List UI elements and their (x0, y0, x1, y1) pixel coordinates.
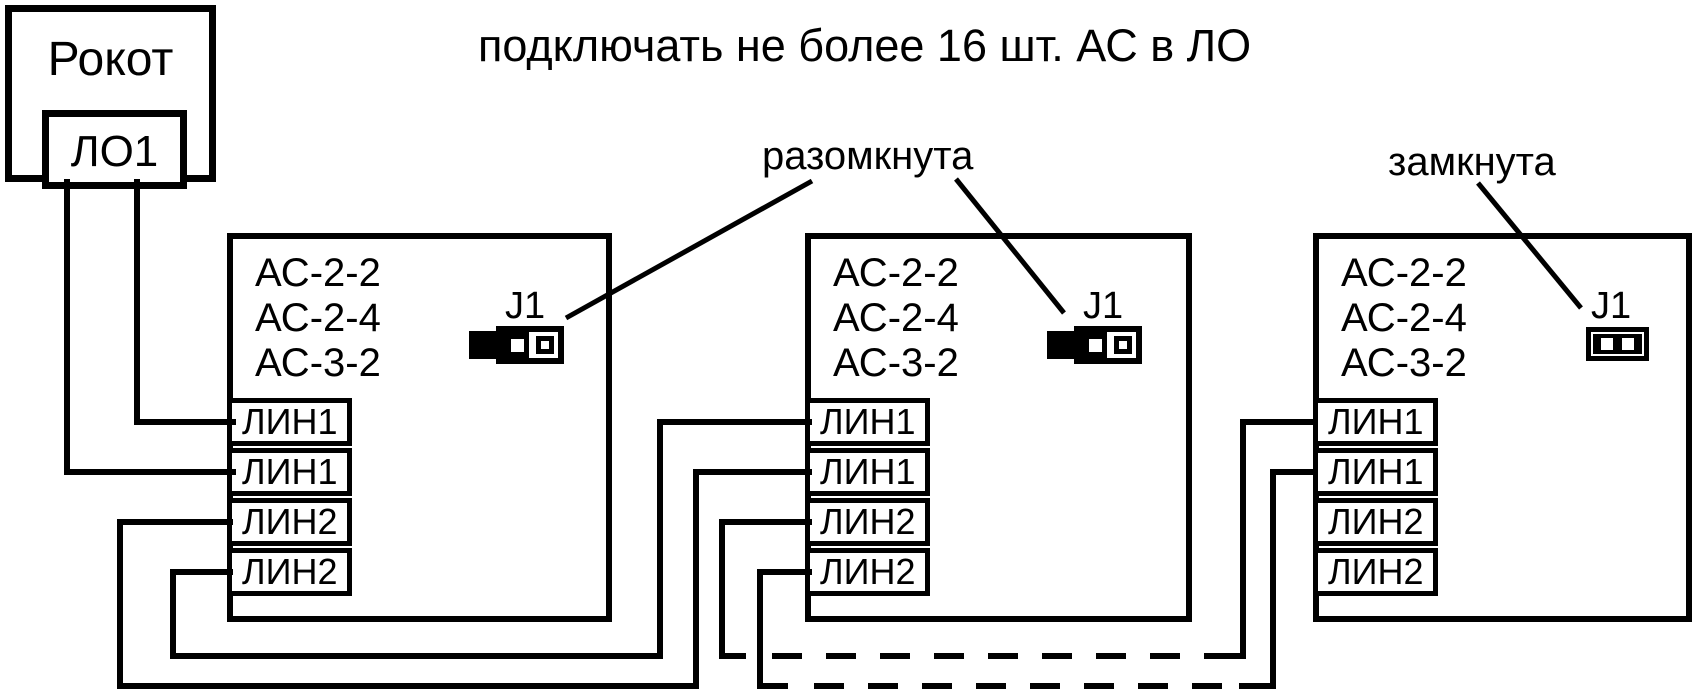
jumper-open-annotation: разомкнута (762, 134, 974, 178)
model-line: АС-2-2 (1341, 251, 1467, 295)
model-line: АС-2-4 (255, 296, 381, 340)
jumper-pin-hole (1621, 338, 1634, 350)
wire-lo1-minus-to-as1 (64, 179, 236, 475)
model-line: АС-3-2 (255, 341, 381, 385)
jumper-pin-hole (1601, 338, 1614, 350)
jumper-label: J1 (1591, 285, 1632, 327)
terminal-lin2-b: ЛИН2 (805, 548, 930, 596)
wire-lo1-plus-to-as1 (134, 179, 236, 425)
sounder-box-1: АС-2-2 АС-2-4 АС-3-2 J1 ЛИН1 ЛИН1 ЛИН2 Л… (227, 233, 612, 622)
terminal-lin2-a: ЛИН2 (1313, 498, 1438, 546)
wire-as2-lin2a-out (719, 519, 812, 659)
terminal-lin1-a: ЛИН1 (805, 398, 930, 446)
terminal-lin1-a: ЛИН1 (227, 398, 352, 446)
terminal-lin1-b: ЛИН1 (227, 448, 352, 496)
panel-label: Рокот (47, 33, 174, 86)
jumper-cap (1047, 331, 1107, 359)
jumper-closed-icon (1586, 327, 1649, 361)
jumper-open-pin (1114, 336, 1132, 354)
terminal-lin1-b: ЛИН1 (1313, 448, 1438, 496)
jumper-label: J1 (1083, 285, 1124, 327)
jumper-open-icon (469, 326, 564, 364)
jumper-label: J1 (505, 285, 546, 327)
sounder-box-3: АС-2-2 АС-2-4 АС-3-2 J1 ЛИН1 ЛИН1 ЛИН2 Л… (1313, 233, 1692, 622)
terminal-lin1-a: ЛИН1 (1313, 398, 1438, 446)
panel-output-lo1: ЛО1 (42, 110, 187, 189)
sounder-models: АС-2-2 АС-2-4 АС-3-2 (255, 251, 381, 386)
model-line: АС-3-2 (833, 341, 959, 385)
wire-into-as3-lin1b (1239, 469, 1318, 689)
diagram-title: подключать не более 16 шт. АС в ЛО (478, 20, 1252, 71)
terminal-lin2-b: ЛИН2 (227, 548, 352, 596)
terminal-lin2-a: ЛИН2 (805, 498, 930, 546)
sounder-models: АС-2-2 АС-2-4 АС-3-2 (1341, 251, 1467, 386)
terminal-lin1-b: ЛИН1 (805, 448, 930, 496)
jumper-closed-annotation: замкнута (1388, 140, 1556, 184)
jumper-open-icon (1047, 326, 1142, 364)
jumper-cap (469, 331, 529, 359)
terminal-lin2-b: ЛИН2 (1313, 548, 1438, 596)
jumper-open-pin (536, 336, 554, 354)
model-line: АС-2-2 (833, 251, 959, 295)
jumper-pin-hole (1089, 339, 1102, 352)
model-line: АС-2-4 (833, 296, 959, 340)
jumper-pin-hole (511, 339, 524, 352)
wire-into-as3-lin1a (1208, 419, 1318, 659)
panel-rokot: Рокот ЛО1 (5, 5, 216, 189)
model-line: АС-2-4 (1341, 296, 1467, 340)
terminal-lin2-a: ЛИН2 (227, 498, 352, 546)
model-line: АС-2-2 (255, 251, 381, 295)
jumper-cap (1593, 334, 1642, 354)
sounder-models: АС-2-2 АС-2-4 АС-3-2 (833, 251, 959, 386)
sounder-box-2: АС-2-2 АС-2-4 АС-3-2 J1 ЛИН1 ЛИН1 ЛИН2 Л… (805, 233, 1192, 622)
model-line: АС-3-2 (1341, 341, 1467, 385)
